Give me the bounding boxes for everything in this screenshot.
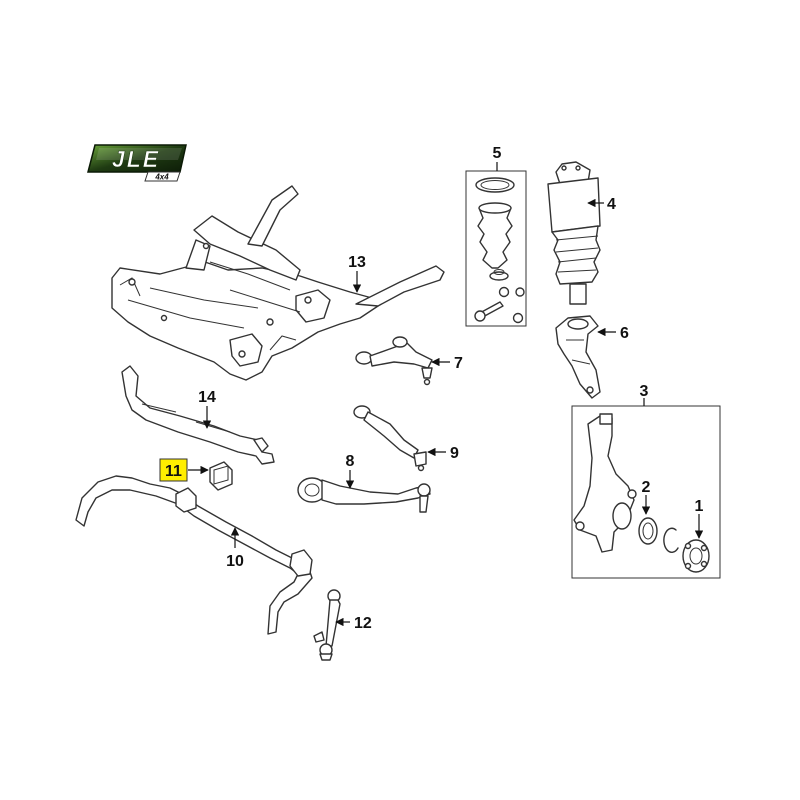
- strut-boot-kit-box: [465, 170, 527, 327]
- callout-4[interactable]: 4: [607, 196, 616, 213]
- strut-boot-kit-part[interactable]: [474, 177, 525, 324]
- stabilizer-link-part[interactable]: [313, 589, 341, 661]
- air-strut-part[interactable]: [547, 161, 601, 305]
- callout-9[interactable]: 9: [450, 445, 459, 462]
- brand-logo: JLE 4x4: [87, 144, 187, 182]
- upper-control-arm-part[interactable]: [355, 336, 433, 386]
- logo-subtext: 4x4: [154, 173, 169, 182]
- callout-12[interactable]: 12: [354, 615, 372, 632]
- snap-ring-part[interactable]: [663, 527, 679, 553]
- callout-1[interactable]: 1: [695, 498, 704, 515]
- callout-8[interactable]: 8: [346, 453, 355, 470]
- callout-11-highlight[interactable]: 11: [159, 458, 188, 482]
- steering-knuckle-part[interactable]: [573, 413, 637, 553]
- callout-5[interactable]: 5: [493, 145, 502, 162]
- logo-text: JLE: [112, 146, 160, 172]
- lower-control-arm-part[interactable]: [297, 477, 431, 513]
- callout-7[interactable]: 7: [454, 355, 463, 372]
- front-subframe-part[interactable]: [111, 185, 445, 381]
- callout-11[interactable]: 11: [165, 463, 182, 480]
- callout-14[interactable]: 14: [198, 389, 216, 406]
- upper-knuckle-bracket-part[interactable]: [555, 315, 601, 399]
- callout-13[interactable]: 13: [348, 254, 366, 271]
- front-stabilizer-cover-part[interactable]: [121, 365, 275, 465]
- stabilizer-bushing-part[interactable]: [209, 461, 233, 491]
- callout-3[interactable]: 3: [640, 383, 649, 400]
- hub-assembly-box: [571, 405, 721, 579]
- callout-10[interactable]: 10: [226, 553, 244, 570]
- lower-link-arm-part[interactable]: [353, 405, 427, 472]
- stabilizer-bar-part[interactable]: [75, 475, 313, 635]
- wheel-bearing-part[interactable]: [638, 517, 658, 545]
- wheel-hub-part[interactable]: [682, 539, 710, 573]
- callout-6[interactable]: 6: [620, 325, 629, 342]
- callout-2[interactable]: 2: [642, 479, 651, 496]
